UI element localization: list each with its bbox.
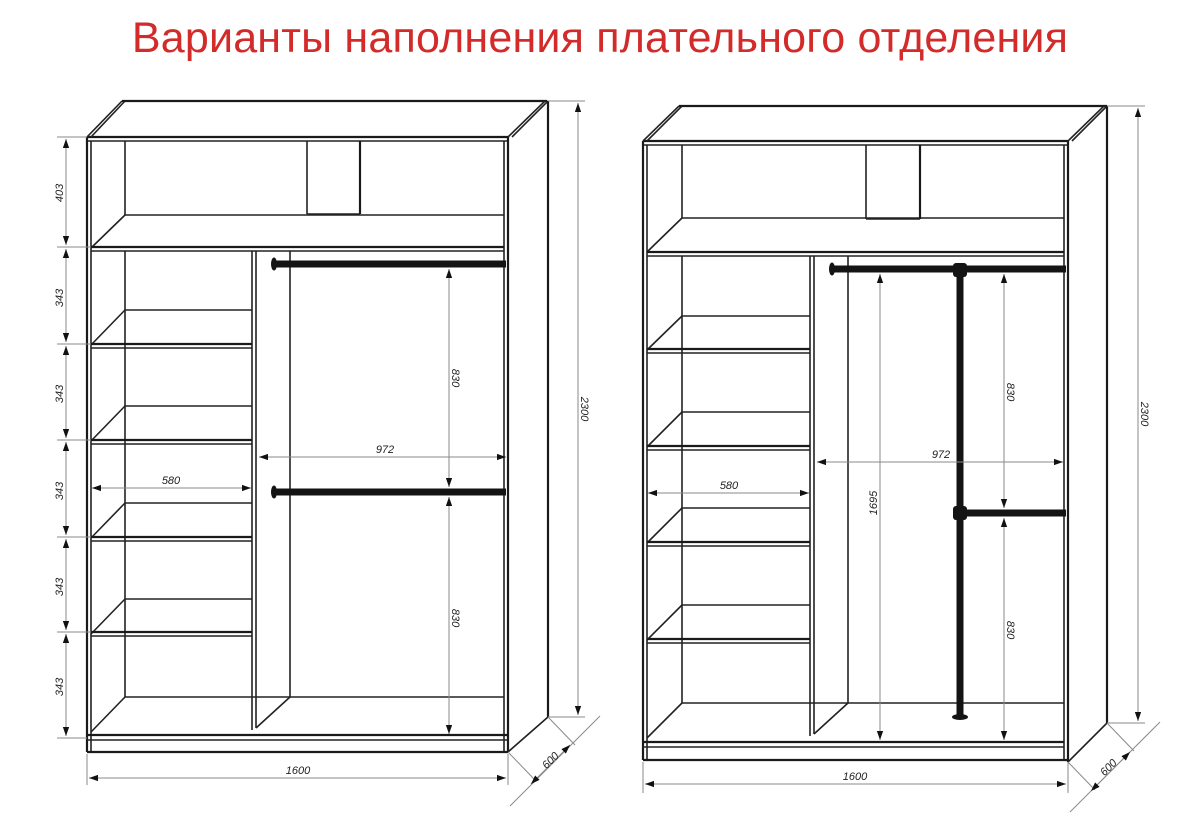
dimension-lines xyxy=(57,100,601,807)
dim-total-height: 2300 xyxy=(1138,401,1150,427)
top-divider-block xyxy=(90,141,362,249)
dim-depth: 600 xyxy=(1098,757,1120,779)
shelf-column xyxy=(646,256,1064,739)
hanging-rod-lower xyxy=(271,485,506,499)
dim-shelf-width: 580 xyxy=(162,475,181,487)
vertical-support-pole xyxy=(952,270,968,720)
dim-shelf-5: 343 xyxy=(54,677,66,696)
dim-upper-rod: 830 xyxy=(1004,383,1016,402)
dim-top-section: 403 xyxy=(54,183,66,202)
dim-total-width: 1600 xyxy=(286,765,311,777)
carcass-outline xyxy=(85,99,550,754)
page-title: Варианты наполнения плательного отделени… xyxy=(131,14,1069,62)
top-divider-block xyxy=(646,145,922,253)
dim-total-width: 1600 xyxy=(843,771,868,783)
dim-shelf-1: 343 xyxy=(54,288,66,307)
dim-shelf-width: 580 xyxy=(720,480,739,492)
dim-shelf-3: 343 xyxy=(54,481,66,500)
dim-long-hanging: 1695 xyxy=(868,490,880,515)
hanging-rod-lower xyxy=(953,506,1066,520)
dim-shelf-4: 343 xyxy=(54,577,66,596)
carcass-outline xyxy=(641,104,1109,763)
dim-lower-rod: 830 xyxy=(449,609,461,628)
dim-lower-rod: 830 xyxy=(1004,621,1016,640)
wardrobe-variant-1: 403 343 343 343 343 343 580 972 830 830 … xyxy=(54,99,601,807)
dim-hanging-width: 972 xyxy=(932,449,950,461)
dim-upper-rod: 830 xyxy=(449,369,461,388)
dim-hanging-width: 972 xyxy=(376,444,394,456)
dim-shelf-2: 343 xyxy=(54,384,66,403)
shelf-column xyxy=(90,251,504,733)
hanging-rod-upper xyxy=(271,257,506,271)
dimension-lines xyxy=(642,105,1161,813)
wardrobe-variant-2: 580 972 1695 830 830 2300 1600 600 xyxy=(641,104,1161,813)
dim-total-height: 2300 xyxy=(578,396,590,422)
dim-depth: 600 xyxy=(540,750,562,772)
hanging-rod-upper xyxy=(829,262,1066,277)
